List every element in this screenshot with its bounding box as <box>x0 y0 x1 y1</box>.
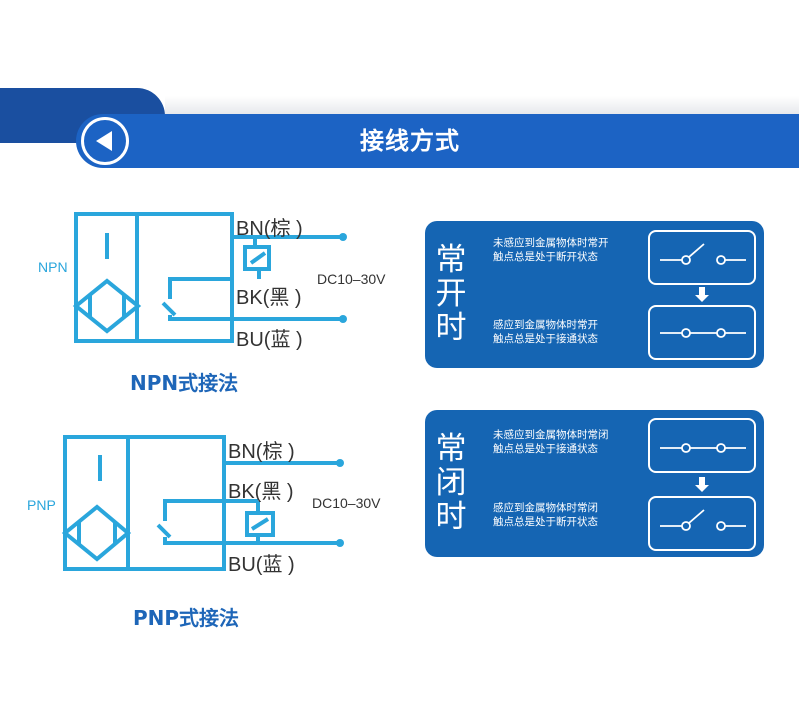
pnp-wire-bu: BU(蓝 ) <box>228 554 295 576</box>
npn-supply-label: DC10–30V <box>317 271 386 287</box>
description-line: 触点总是处于接通状态 <box>493 333 598 345</box>
npn-circuit-diagram: NPN BN(棕 ) BK(黑 ) BU(蓝 ) DC10–30V NPN式接法 <box>30 205 410 395</box>
state-description: 未感应到金属物体时常闭 触点总是处于接通状态 <box>493 428 609 456</box>
npn-wire-bn: BN(棕 ) <box>236 218 303 240</box>
description-line: 未感应到金属物体时常闭 <box>493 429 609 441</box>
normally-closed-panel: 常 闭 时 未感应到金属物体时常闭 触点总是处于接通状态 感应到金属物体时常闭 … <box>425 410 764 557</box>
title-char: 时 <box>435 499 467 535</box>
title-char: 常 <box>435 242 467 278</box>
normally-open-panel: 常 开 时 未感应到金属物体时常开 触点总是处于断开状态 感应到金属物体时常开 … <box>425 221 764 368</box>
title-char: 闭 <box>435 465 467 501</box>
arrow-down-icon <box>695 477 709 492</box>
description-line: 触点总是处于接通状态 <box>493 443 598 455</box>
pnp-sensor-body <box>61 435 340 571</box>
pnp-supply-label: DC10–30V <box>312 495 381 511</box>
switch-closed-diagram <box>648 418 756 473</box>
pnp-wire-bn: BN(棕 ) <box>228 441 295 463</box>
npn-wire-bk: BK(黑 ) <box>236 287 302 309</box>
pnp-type-label: PNP <box>27 497 56 513</box>
switch-closed-diagram <box>648 305 756 360</box>
switch-open-diagram <box>648 496 756 551</box>
pnp-terminal-positive <box>336 459 344 467</box>
state-description: 感应到金属物体时常闭 触点总是处于断开状态 <box>493 501 598 529</box>
npn-terminal-positive <box>339 233 347 241</box>
header-shadow <box>165 96 799 116</box>
back-button[interactable] <box>81 117 129 165</box>
header-bar <box>76 114 799 168</box>
description-line: 感应到金属物体时常闭 <box>493 502 598 514</box>
title-char: 开 <box>435 276 467 312</box>
normally-open-title: 常 开 时 <box>431 243 471 345</box>
npn-wire-bu: BU(蓝 ) <box>236 329 303 351</box>
normally-closed-title: 常 闭 时 <box>431 432 471 534</box>
description-line: 触点总是处于断开状态 <box>493 251 598 263</box>
pnp-circuit-diagram: PNP BN(棕 ) BK(黑 ) BU(蓝 ) DC10–30V PNP式接法 <box>20 425 410 635</box>
description-line: 触点总是处于断开状态 <box>493 516 598 528</box>
title-char: 时 <box>435 310 467 346</box>
circle-left-arrow-icon <box>96 131 112 151</box>
description-line: 感应到金属物体时常开 <box>493 319 598 331</box>
switch-open-icon <box>660 509 746 531</box>
description-line: 未感应到金属物体时常开 <box>493 237 609 249</box>
npn-terminal-negative <box>339 315 347 323</box>
pnp-wire-bk: BK(黑 ) <box>228 481 294 503</box>
switch-closed-icon <box>660 328 746 338</box>
switch-closed-icon <box>660 443 746 453</box>
npn-caption: NPN式接法 <box>130 371 239 395</box>
title-char: 常 <box>435 431 467 467</box>
switch-open-icon <box>660 243 746 265</box>
switch-open-diagram <box>648 230 756 285</box>
arrow-down-icon <box>695 287 709 302</box>
page-title: 接线方式 <box>360 127 460 155</box>
state-description: 未感应到金属物体时常开 触点总是处于断开状态 <box>493 236 609 264</box>
npn-type-label: NPN <box>38 259 68 275</box>
npn-sensor-body <box>72 212 343 343</box>
state-description: 感应到金属物体时常开 触点总是处于接通状态 <box>493 318 598 346</box>
pnp-terminal-negative <box>336 539 344 547</box>
pnp-caption: PNP式接法 <box>133 606 240 630</box>
